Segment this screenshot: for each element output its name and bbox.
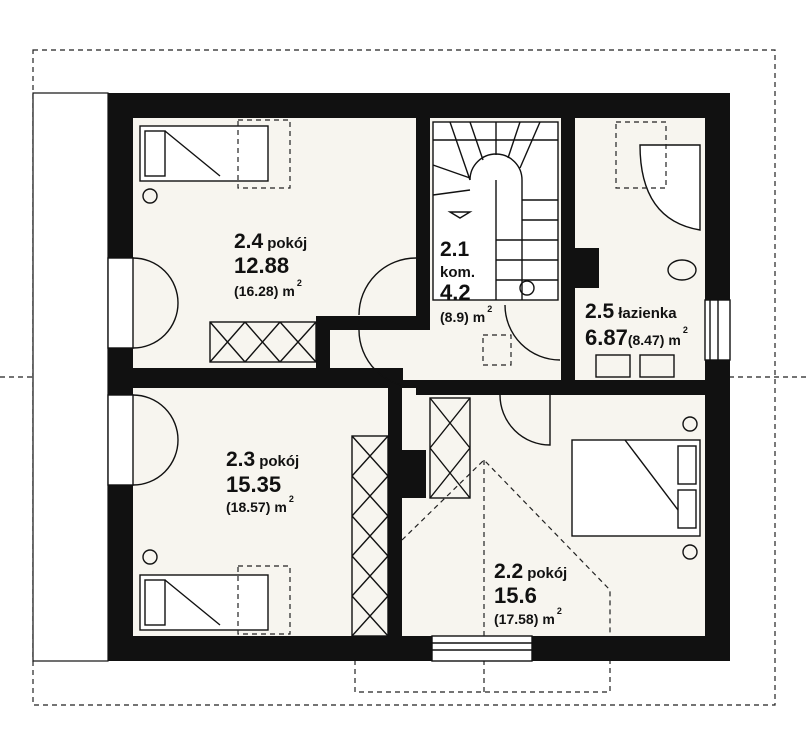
staircase xyxy=(432,121,559,301)
bed-room-2-4 xyxy=(139,119,291,204)
svg-text:6.87(8.47)m2: 6.87(8.47)m2 xyxy=(585,325,688,350)
doors xyxy=(107,257,731,662)
roof-slope-lines xyxy=(401,459,611,636)
svg-text:2.1: 2.1 xyxy=(440,238,470,261)
svg-text:(8.9)m2: (8.9)m2 xyxy=(440,304,492,325)
roof-outline xyxy=(32,49,776,706)
svg-text:(16.28)m2: (16.28)m2 xyxy=(234,278,302,299)
svg-text:(17.58)m2: (17.58)m2 xyxy=(494,606,562,627)
bed-room-2-3 xyxy=(139,549,291,635)
interior-walls xyxy=(108,118,706,638)
bed-room-2-2 xyxy=(571,416,701,560)
balcony-outline xyxy=(354,660,611,693)
room-floors xyxy=(133,118,705,636)
svg-text:(18.57)m2: (18.57)m2 xyxy=(226,494,294,515)
hall-dashed-box xyxy=(482,334,512,366)
svg-text:15.35: 15.35 xyxy=(226,472,281,497)
bathroom-fixtures xyxy=(595,121,701,378)
svg-text:4.2: 4.2 xyxy=(440,280,471,305)
svg-text:15.6: 15.6 xyxy=(494,583,537,608)
svg-text:kom.: kom. xyxy=(440,264,475,281)
svg-text:12.88: 12.88 xyxy=(234,253,289,278)
wardrobes xyxy=(209,321,471,637)
left-terrace xyxy=(32,92,109,662)
